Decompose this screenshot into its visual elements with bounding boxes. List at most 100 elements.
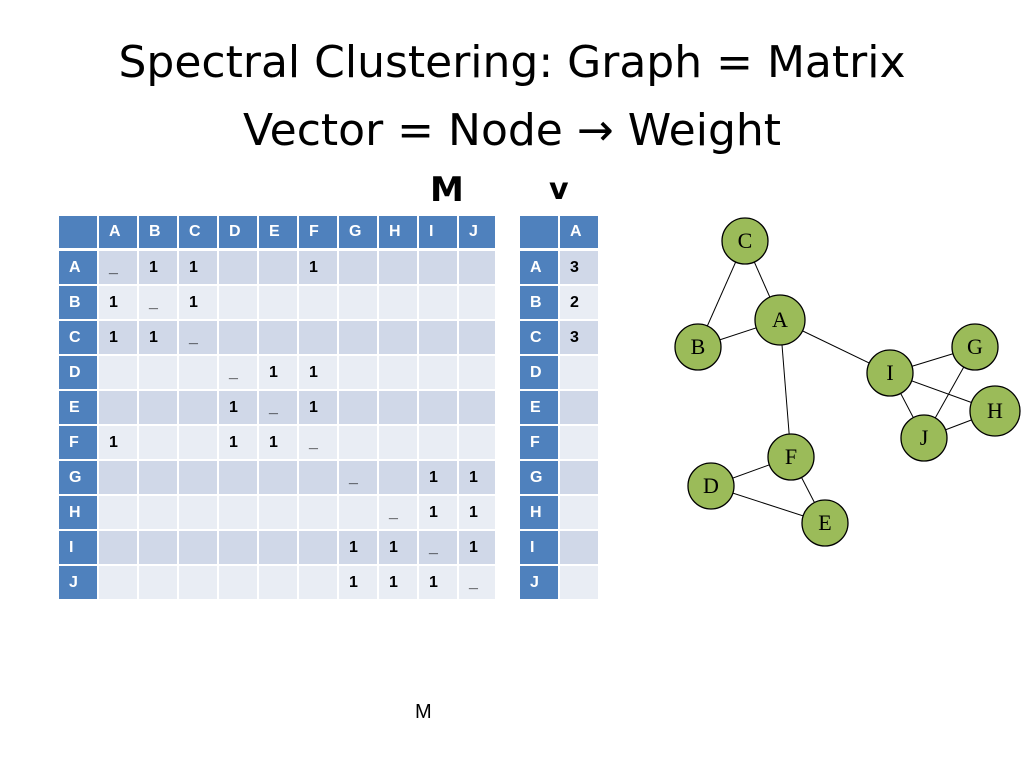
matrix-cell [219,496,259,531]
slide-title-line-1: Spectral Clustering: Graph = Matrix [118,37,906,88]
matrix-cell: 1 [179,251,219,286]
matrix-cell [99,531,139,566]
matrix-cell [99,461,139,496]
matrix-cell: 1 [139,251,179,286]
vector-column-header: A [560,216,600,251]
matrix-cell [299,531,339,566]
vector-row: E [520,391,600,426]
vector-row-header: J [520,566,560,601]
matrix-cell [299,496,339,531]
matrix-cell: 1 [379,566,419,601]
vector-row-header: F [520,426,560,461]
matrix-column-header: B [139,216,179,251]
graph-node-label: C [738,228,753,253]
matrix-cell: 1 [339,531,379,566]
graph-node [866,349,914,397]
matrix-column-header: D [219,216,259,251]
matrix-column-header: J [459,216,497,251]
matrix-cell: _ [419,531,459,566]
vector-row: J [520,566,600,601]
vector-row-header: C [520,321,560,356]
graph-node [951,323,999,371]
matrix-cell [419,251,459,286]
matrix-cell: 1 [459,496,497,531]
matrix-cell: _ [99,251,139,286]
graph-node-label: E [818,510,831,535]
matrix-cell [179,496,219,531]
matrix-cell [99,496,139,531]
vector-corner-cell [520,216,560,251]
vector-cell: 3 [560,251,600,286]
matrix-cell: 1 [99,321,139,356]
matrix-cell [179,461,219,496]
graph-node-label: G [967,334,983,359]
matrix-row-header: F [59,426,99,461]
matrix-cell [459,356,497,391]
matrix-cell: 1 [459,461,497,496]
graph-node [969,385,1021,437]
matrix-cell [419,321,459,356]
matrix-cell [339,496,379,531]
matrix-cell: 1 [299,356,339,391]
vector-row-header: H [520,496,560,531]
matrix-cell [179,531,219,566]
matrix-cell [219,566,259,601]
matrix-cell [379,321,419,356]
matrix-label: M [430,170,464,210]
matrix-cell: 1 [99,286,139,321]
matrix-row-header: J [59,566,99,601]
graph-node-label: B [691,334,706,359]
graph-node-label: J [920,425,929,450]
matrix-cell [339,321,379,356]
matrix-cell: 1 [339,566,379,601]
matrix-row-header: B [59,286,99,321]
matrix-row-header: C [59,321,99,356]
vector-cell [560,566,600,601]
matrix-cell [339,251,379,286]
matrix-cell: _ [219,356,259,391]
matrix-cell: 1 [299,251,339,286]
matrix-cell [379,461,419,496]
matrix-cell [259,251,299,286]
matrix-row-header: A [59,251,99,286]
matrix-cell [419,426,459,461]
title-prefix: Vector = Node [242,105,577,156]
matrix-cell [259,461,299,496]
vector-row: F [520,426,600,461]
graph-node [754,294,806,346]
matrix-cell: 1 [379,531,419,566]
matrix-cell: 1 [99,426,139,461]
matrix-cell [99,356,139,391]
matrix-column-header: G [339,216,379,251]
graph-node [674,323,722,371]
matrix-column-header: I [419,216,459,251]
graph-node [687,462,735,510]
matrix-cell [259,496,299,531]
graph-node-label: D [703,473,719,498]
matrix-row-header: G [59,461,99,496]
matrix-cell [419,356,459,391]
vector-row-header: B [520,286,560,321]
matrix-cell [139,391,179,426]
vector-cell [560,356,600,391]
matrix-cell [139,461,179,496]
graph-node [767,433,815,481]
matrix-corner-cell [59,216,99,251]
matrix-cell [259,286,299,321]
vector-cell [560,461,600,496]
matrix-cell [339,286,379,321]
vector-cell [560,496,600,531]
matrix-cell: 1 [259,356,299,391]
matrix-cell: _ [379,496,419,531]
graph-node [721,217,769,265]
graph-node-label: H [987,398,1003,423]
